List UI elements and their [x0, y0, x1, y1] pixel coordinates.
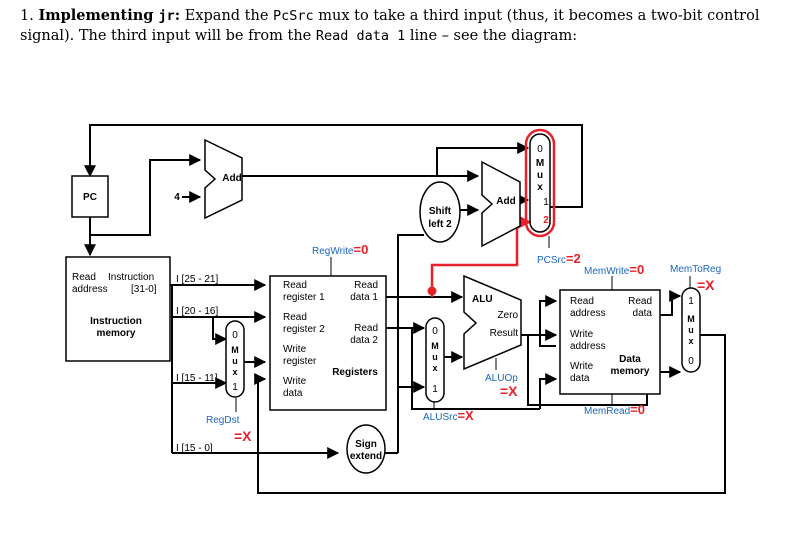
control-labels: RegWrite=0 RegDst =X ALUSrc=X ALUOp =X P… — [206, 242, 721, 444]
svg-text:data: data — [283, 388, 303, 399]
svg-text:x: x — [432, 363, 437, 373]
svg-text:address: address — [570, 341, 606, 352]
field-rd: I [15 - 11] — [176, 373, 218, 384]
svg-text:M: M — [687, 314, 695, 324]
svg-text:0: 0 — [688, 356, 694, 367]
shift-left-2 — [419, 181, 461, 243]
svg-text:1: 1 — [688, 296, 694, 307]
svg-text:MemWrite=0: MemWrite=0 — [584, 262, 644, 277]
shift-label-2: left 2 — [428, 219, 452, 230]
pcsrc-code: PcSrc — [273, 8, 314, 24]
svg-text:Read: Read — [570, 296, 594, 307]
svg-text:data 2: data 2 — [350, 335, 378, 346]
svg-text:Instruction: Instruction — [108, 272, 154, 283]
read-data-1-code: Read data 1 — [315, 28, 406, 44]
field-rs: I [25 - 21] — [176, 274, 218, 285]
svg-text:MemToReg: MemToReg — [670, 264, 721, 275]
memtoreg-mux — [681, 287, 701, 373]
svg-text:u: u — [232, 356, 238, 366]
svg-text:memory: memory — [611, 366, 650, 377]
svg-text:[31-0]: [31-0] — [131, 284, 157, 295]
alu — [463, 274, 522, 371]
svg-text:0: 0 — [432, 326, 438, 337]
svg-text:ALUSrc=X: ALUSrc=X — [423, 408, 474, 423]
question-title: Implementing jr: — [38, 7, 181, 24]
constant-four: 4 — [174, 192, 180, 203]
wires — [84, 124, 726, 494]
pc-adder — [204, 138, 243, 220]
pcsrc-mux — [529, 133, 551, 233]
memtoreg-value: =X — [697, 277, 715, 293]
svg-text:x: x — [537, 182, 543, 193]
svg-text:ALUOp: ALUOp — [485, 373, 518, 384]
field-rt: I [20 - 16] — [176, 306, 218, 317]
svg-text:Registers: Registers — [332, 367, 378, 378]
svg-text:Write: Write — [283, 376, 307, 387]
pc-register — [71, 175, 109, 218]
svg-text:data 1: data 1 — [350, 292, 378, 303]
shift-label-1: Shift — [429, 206, 452, 217]
aluop-value: =X — [500, 383, 518, 399]
regdst-value: =X — [234, 428, 252, 444]
svg-text:Result: Result — [490, 328, 519, 339]
svg-text:Read: Read — [72, 272, 96, 283]
pcsrc-mux-highlight — [524, 128, 556, 238]
svg-text:PCSrc=2: PCSrc=2 — [537, 251, 581, 266]
pc-label: PC — [83, 192, 97, 203]
svg-text:M: M — [231, 345, 239, 355]
svg-text:address: address — [72, 284, 108, 295]
pcsrc-input-2: 2 — [543, 215, 549, 226]
svg-text:0: 0 — [232, 330, 238, 341]
svg-text:register 1: register 1 — [283, 292, 325, 303]
svg-text:u: u — [537, 170, 543, 181]
svg-text:x: x — [688, 336, 693, 346]
svg-text:1: 1 — [543, 197, 549, 208]
svg-text:1: 1 — [232, 382, 238, 393]
regdst-mux — [225, 320, 245, 398]
svg-text:0: 0 — [537, 144, 543, 155]
svg-text:1: 1 — [432, 384, 438, 395]
svg-text:Write: Write — [570, 361, 594, 372]
svg-text:Sign: Sign — [355, 439, 377, 450]
svg-text:MemRead=0: MemRead=0 — [584, 402, 645, 417]
svg-text:Write: Write — [570, 329, 594, 340]
svg-text:Read: Read — [354, 280, 378, 291]
data-memory — [559, 289, 661, 395]
svg-text:address: address — [570, 308, 606, 319]
svg-text:Write: Write — [283, 344, 307, 355]
svg-text:Data: Data — [619, 354, 641, 365]
svg-text:x: x — [232, 367, 237, 377]
svg-text:extend: extend — [350, 451, 382, 462]
svg-text:data: data — [570, 373, 590, 384]
svg-text:Read: Read — [283, 312, 307, 323]
svg-text:Read: Read — [354, 323, 378, 334]
svg-text:M: M — [431, 341, 439, 351]
svg-text:u: u — [432, 352, 438, 362]
question-number: 1. — [20, 8, 34, 24]
jr-junction-dot — [427, 286, 437, 296]
svg-text:register: register — [283, 356, 317, 367]
svg-text:RegDst: RegDst — [206, 415, 240, 426]
pc-adder-label: Add — [222, 173, 241, 184]
branch-adder-label: Add — [496, 196, 515, 207]
alusrc-mux — [425, 317, 445, 403]
instruction-memory — [65, 256, 171, 362]
field-imm: I [15 - 0] — [176, 443, 213, 454]
svg-text:Read: Read — [628, 296, 652, 307]
svg-text:Instruction: Instruction — [90, 316, 142, 327]
sign-extend — [346, 424, 386, 474]
svg-text:RegWrite=0: RegWrite=0 — [312, 242, 368, 257]
svg-text:M: M — [536, 158, 544, 169]
svg-text:data: data — [633, 308, 653, 319]
branch-adder — [481, 160, 521, 248]
svg-text:u: u — [688, 325, 694, 335]
svg-text:Read: Read — [283, 280, 307, 291]
svg-text:memory: memory — [97, 328, 136, 339]
svg-text:Zero: Zero — [497, 310, 518, 321]
svg-text:register 2: register 2 — [283, 324, 325, 335]
question-text: 1. Implementing jr: Expand the PcSrc mux… — [20, 7, 760, 44]
register-file — [269, 275, 387, 411]
svg-text:ALU: ALU — [472, 294, 493, 305]
